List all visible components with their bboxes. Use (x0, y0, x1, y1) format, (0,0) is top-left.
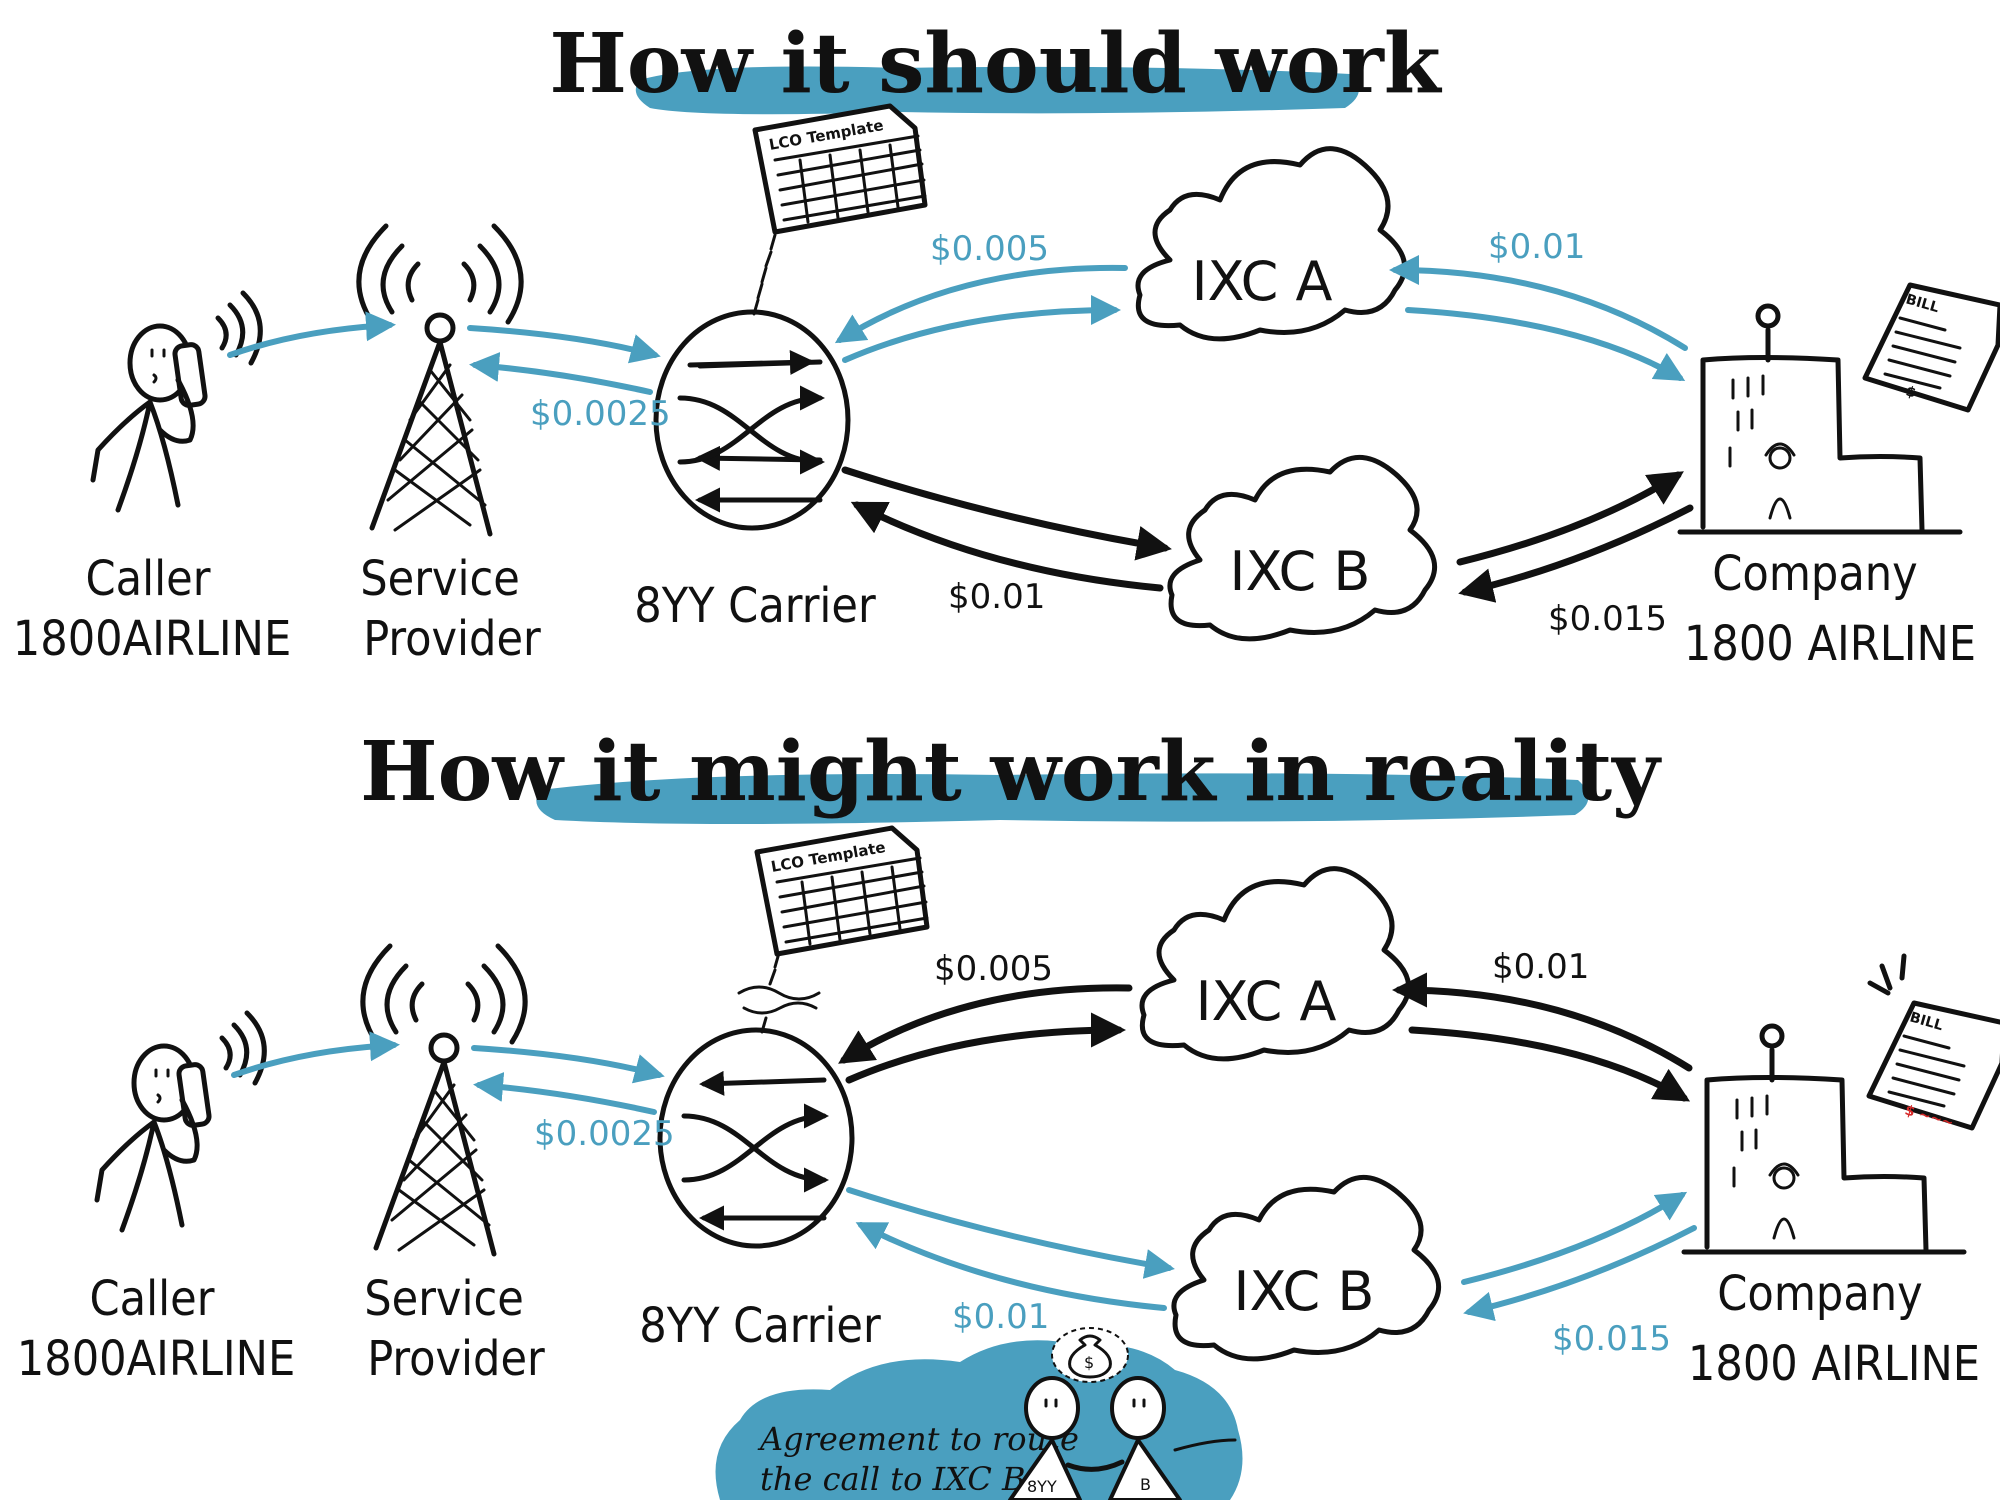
company-number-2: 1800 AIRLINE (1688, 1336, 1980, 1392)
company-label: Company (1712, 546, 1917, 602)
company-building (1677, 303, 1963, 535)
figure-8yy-label: 8YY (1027, 1477, 1057, 1496)
price-ixc-a-company-2: $0.01 (1492, 947, 1589, 987)
company-number: 1800 AIRLINE (1684, 616, 1976, 672)
tower-icon-2 (360, 943, 528, 1257)
bill-amount: $ (1904, 383, 1918, 401)
price-ixc-b-company: $0.015 (1548, 599, 1667, 639)
handshake (1065, 1459, 1125, 1472)
carrier-label: 8YY Carrier (634, 578, 876, 634)
ixc-b-cloud (1167, 455, 1437, 642)
figure-8yy: 8YY (1008, 1376, 1082, 1500)
section-title-2: How it might work in reality (360, 724, 1662, 820)
agreement-blob (715, 1340, 1243, 1500)
bill-doc-2: BILL $ ~~~ (1866, 953, 2000, 1132)
money-symbol: $ (1084, 1353, 1094, 1372)
carrier-label-2: 8YY Carrier (639, 1298, 881, 1354)
provider-label: Service (360, 551, 520, 607)
caller-number: 1800AIRLINE (13, 611, 291, 667)
ixc-a-label: IXC A (1192, 250, 1333, 313)
lco-template-doc-2: LCO Template (754, 825, 930, 957)
ixc-b-label: IXC B (1230, 540, 1371, 603)
caller-number-2: 1800AIRLINE (17, 1331, 295, 1387)
lco-template-doc: LCO Template (752, 103, 928, 235)
caller-figure (90, 290, 263, 513)
agreement-line-1: Agreement to route (757, 1420, 1079, 1458)
price-ixc-a-company: $0.01 (1488, 227, 1585, 267)
caller-label-2: Caller (90, 1271, 215, 1327)
agreement-callout: Agreement to route the call to IXC B $ 8… (715, 1327, 1243, 1500)
caller-label: Caller (86, 551, 211, 607)
price-ixc-b-company-2: $0.015 (1552, 1319, 1671, 1359)
section-should-work: How it should work Caller 1800AIRLINE Se… (13, 16, 2000, 672)
company-label-2: Company (1717, 1266, 1922, 1322)
price-ixc-b-carrier: $0.01 (948, 577, 1045, 617)
company-building-2 (1681, 1023, 1967, 1255)
figure-b-label: B (1140, 1475, 1151, 1494)
figure-b: B (1108, 1376, 1182, 1500)
provider-label-b-2: Provider (367, 1331, 545, 1387)
provider-label-b: Service (364, 1271, 524, 1327)
section-title: How it should work (549, 16, 1442, 112)
title-highlight-2 (536, 773, 1589, 824)
carrier-switch-2 (657, 951, 855, 1249)
section-might-work: How it might work in reality Caller 1800… (17, 724, 2000, 1500)
ixc-a-label-2: IXC A (1196, 970, 1337, 1033)
agreement-line-2: the call to IXC B (760, 1460, 1026, 1498)
carrier-switch (653, 233, 851, 531)
price-provider: $0.0025 (530, 394, 671, 434)
title-highlight (635, 66, 1359, 115)
tower-icon (356, 223, 524, 537)
price-provider-2: $0.0025 (534, 1114, 675, 1154)
bill-doc: BILL $ (1862, 282, 2000, 413)
price-ixc-a-carrier-2: $0.005 (934, 949, 1053, 989)
price-ixc-a-carrier: $0.005 (930, 229, 1049, 269)
price-ixc-b-carrier-2: $0.01 (952, 1297, 1049, 1337)
money-bag-icon: $ (1068, 1334, 1112, 1379)
ixc-b-cloud-2 (1171, 1175, 1441, 1362)
ixc-b-label-2: IXC B (1234, 1260, 1375, 1323)
caller-figure-2 (94, 1010, 267, 1233)
provider-label-2: Provider (363, 611, 541, 667)
